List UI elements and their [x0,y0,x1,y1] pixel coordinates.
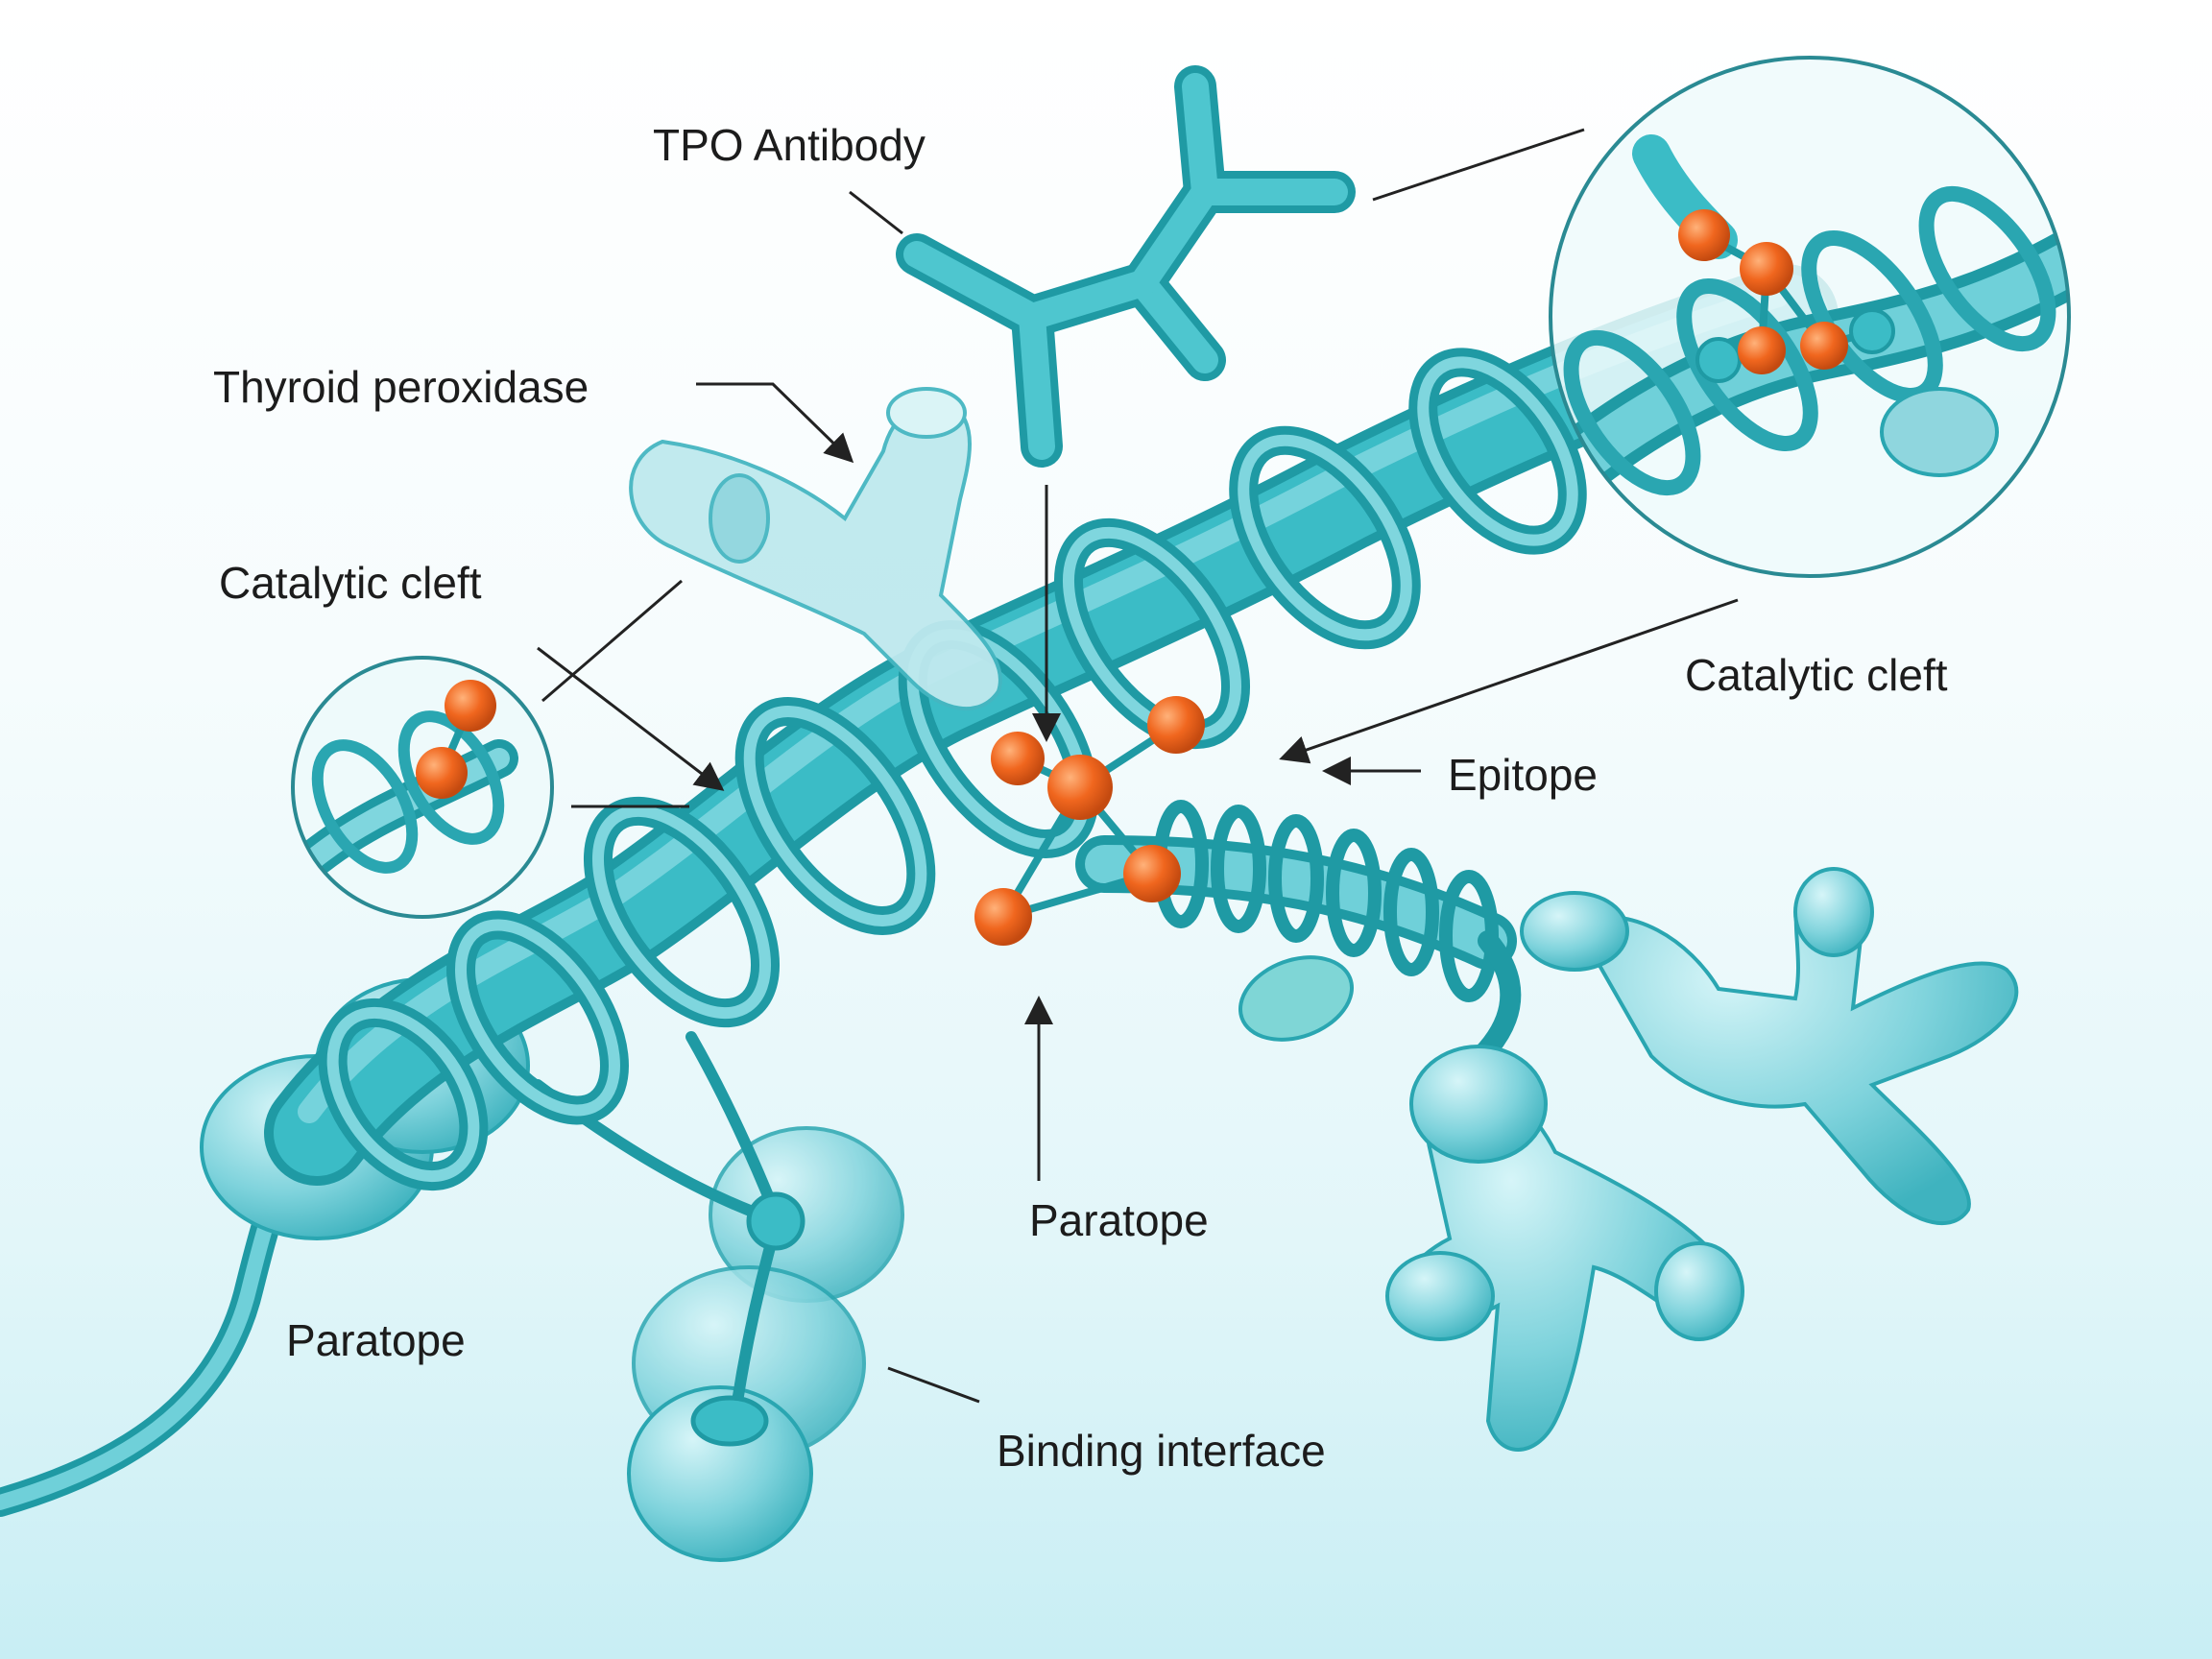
leader-thyroid-peroxidase [696,382,854,464]
residue [1738,326,1786,374]
label-tpo-antibody: TPO Antibody [653,120,926,170]
lower-branch [1075,800,1522,1086]
residue [1123,845,1181,902]
residue [1147,696,1205,754]
residue [1800,322,1848,370]
leader-catalytic-cleft-right [1279,598,1739,764]
residue [1047,755,1113,820]
leader-tpo-antibody [849,190,903,235]
leader-catalytic-cleft-left-1 [537,646,725,791]
leader-lines [537,128,1739,1404]
label-paratope-left: Paratope [286,1315,466,1365]
label-thyroid-peroxidase: Thyroid peroxidase [213,362,589,412]
right-antibody [1520,867,2019,1226]
residue [991,732,1045,785]
tpo-antibody-shape [896,65,1356,468]
left-inset [291,656,554,919]
label-binding-interface: Binding interface [997,1426,1326,1476]
residue [974,888,1032,946]
leader-catalytic-cleft-left-2 [541,579,683,703]
label-epitope: Epitope [1448,750,1599,800]
leader-binding-interface [887,1366,980,1404]
right-inset [1549,56,2071,578]
central-residues [974,696,1205,946]
residue [1740,242,1793,296]
residue [416,747,468,799]
label-catalytic-cleft-left: Catalytic cleft [219,558,482,608]
label-catalytic-cleft-right: Catalytic cleft [1685,650,1948,700]
leader-right-inset [1372,128,1585,202]
lower-antibody [1385,1045,1744,1452]
residue [445,680,496,732]
label-paratope-center: Paratope [1029,1195,1209,1245]
upper-left-antibody [629,387,1002,710]
residue [1678,209,1730,261]
